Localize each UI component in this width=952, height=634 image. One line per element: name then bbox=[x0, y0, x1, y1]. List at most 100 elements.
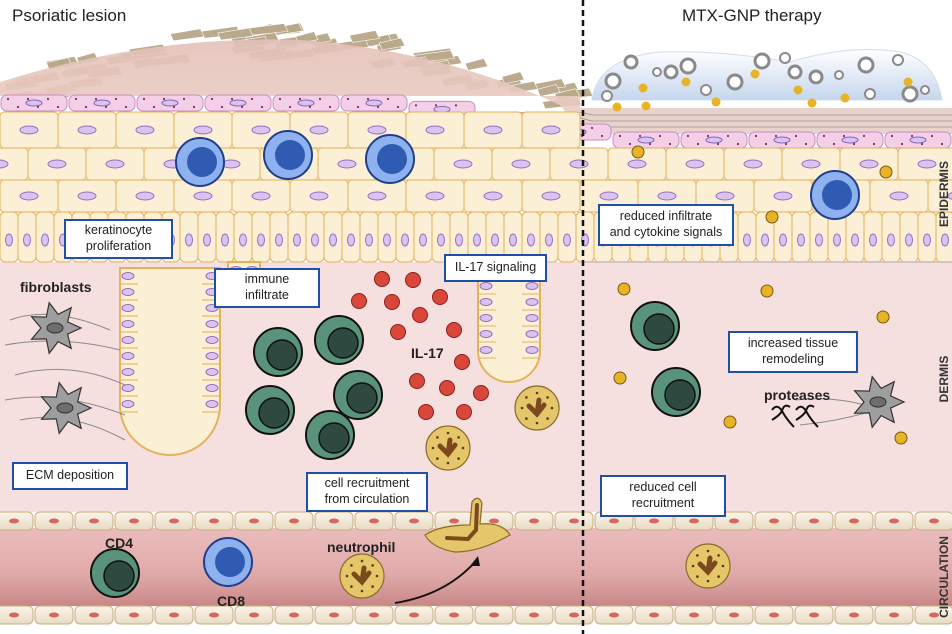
nanoparticle-shell bbox=[679, 57, 697, 75]
nucleus bbox=[685, 159, 705, 169]
nucleus bbox=[93, 99, 111, 107]
nucleus bbox=[369, 518, 379, 524]
granule bbox=[431, 446, 435, 450]
nucleus bbox=[773, 191, 793, 201]
nanoparticle-shell bbox=[920, 85, 930, 95]
nucleus bbox=[337, 159, 357, 169]
granule bbox=[930, 134, 934, 138]
granule bbox=[308, 105, 312, 109]
cd4-nucleus bbox=[346, 382, 378, 414]
nucleus bbox=[329, 518, 339, 524]
nucleus bbox=[251, 125, 271, 135]
granule bbox=[350, 585, 353, 588]
cd8-nucleus bbox=[822, 180, 852, 210]
callout-line: increased tissue bbox=[747, 336, 839, 351]
nucleus bbox=[409, 612, 419, 618]
scale-flake bbox=[536, 84, 561, 97]
stratum-corneum-treated bbox=[580, 108, 952, 132]
nucleus bbox=[525, 346, 539, 354]
protease-icon bbox=[771, 404, 795, 428]
granule bbox=[535, 391, 539, 395]
granule bbox=[910, 134, 914, 138]
nucleus bbox=[509, 233, 517, 247]
granule bbox=[590, 126, 594, 130]
nucleus bbox=[479, 346, 493, 354]
nucleus bbox=[729, 518, 739, 524]
callout-ecm-deposition: ECM deposition bbox=[12, 462, 128, 490]
nucleus bbox=[161, 99, 179, 107]
side-label-dermis: DERMIS bbox=[937, 355, 951, 403]
nucleus bbox=[627, 159, 647, 169]
nucleus bbox=[49, 612, 59, 618]
granule bbox=[686, 134, 690, 138]
granule bbox=[436, 436, 439, 439]
nanoparticle-shell bbox=[753, 52, 771, 70]
cd4-nucleus bbox=[103, 560, 135, 592]
granule bbox=[434, 104, 438, 107]
nucleus bbox=[769, 518, 779, 524]
nucleus bbox=[19, 125, 39, 135]
cd8-nucleus bbox=[275, 140, 305, 170]
gold-nanoparticle bbox=[631, 145, 645, 159]
granule bbox=[414, 104, 418, 107]
granule bbox=[706, 549, 710, 553]
granule bbox=[386, 97, 390, 101]
gold-nanoparticle bbox=[711, 97, 721, 107]
gold-nanoparticle bbox=[617, 282, 631, 296]
nucleus bbox=[9, 612, 19, 618]
nucleus bbox=[239, 233, 247, 247]
nucleus bbox=[209, 612, 219, 618]
nucleus bbox=[433, 105, 451, 113]
il17-cytokine bbox=[351, 293, 367, 309]
nucleus bbox=[479, 314, 493, 322]
granule bbox=[920, 142, 924, 146]
granule bbox=[288, 105, 292, 109]
nucleus bbox=[121, 384, 135, 392]
nucleus bbox=[105, 159, 125, 169]
nucleus bbox=[609, 612, 619, 618]
il17-cytokine bbox=[390, 324, 406, 340]
gold-nanoparticle bbox=[681, 77, 691, 87]
callout-line: infiltrate bbox=[245, 288, 289, 302]
scale-flake bbox=[349, 30, 380, 43]
granule bbox=[328, 105, 332, 109]
nucleus bbox=[889, 191, 909, 201]
il17-cytokine bbox=[446, 322, 462, 338]
nucleus bbox=[941, 233, 949, 247]
nucleus bbox=[889, 518, 899, 524]
nanoparticle-shell bbox=[623, 54, 639, 70]
nucleus bbox=[833, 233, 841, 247]
nucleus bbox=[205, 384, 219, 392]
scale-flake bbox=[378, 37, 406, 51]
granule bbox=[774, 134, 778, 138]
nanoparticle-shell bbox=[787, 64, 803, 80]
nucleus bbox=[449, 612, 459, 618]
nucleus bbox=[649, 518, 659, 524]
keratinocyte bbox=[927, 179, 952, 213]
nucleus bbox=[905, 233, 913, 247]
gold-nanoparticle bbox=[793, 85, 803, 95]
side-label-epidermis: EPIDERMIS bbox=[937, 161, 951, 228]
granule bbox=[696, 575, 699, 578]
scale-flake bbox=[501, 71, 525, 85]
granule bbox=[890, 134, 894, 138]
gold-nanoparticle bbox=[723, 415, 737, 429]
neutrophil-nucleus bbox=[526, 397, 547, 418]
nucleus bbox=[929, 518, 939, 524]
nucleus bbox=[689, 518, 699, 524]
granule bbox=[114, 97, 118, 101]
nucleus bbox=[705, 136, 723, 144]
granule bbox=[278, 97, 282, 101]
nucleus bbox=[121, 272, 135, 280]
gold-nanoparticle bbox=[765, 210, 779, 224]
nanoparticle-shell bbox=[652, 67, 662, 77]
gold-nanoparticle bbox=[760, 284, 774, 298]
granule bbox=[142, 97, 146, 101]
nucleus bbox=[121, 288, 135, 296]
nucleus bbox=[135, 191, 155, 201]
nucleus bbox=[809, 612, 819, 618]
granule bbox=[457, 436, 460, 439]
nucleus bbox=[569, 159, 589, 169]
granule bbox=[260, 105, 264, 109]
nucleus bbox=[809, 518, 819, 524]
